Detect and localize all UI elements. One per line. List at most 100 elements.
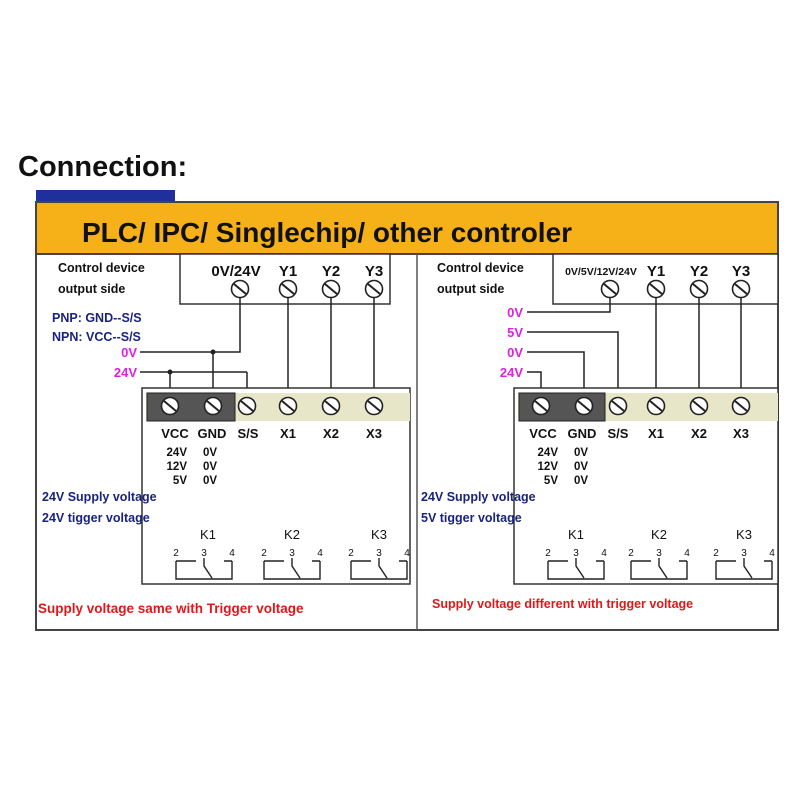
right-panel: Control device output side 0V/5V/12V/24V… <box>421 253 779 611</box>
right-relay-pin: 4 <box>769 548 775 559</box>
left-ctrl-screw-0v24v <box>230 279 250 299</box>
right-vtable-gnd: 0V <box>574 461 588 473</box>
right-ctrl-label-y3: Y3 <box>732 263 750 280</box>
left-pnp-label: PNP: GND--S/S <box>52 311 142 325</box>
left-terminal-label-vcc: VCC <box>161 426 189 441</box>
right-rail-5v: 5V <box>507 325 523 340</box>
right-terminal-x1 <box>646 396 666 416</box>
left-junction-dot <box>167 369 173 375</box>
right-trigger-voltage: 5V tigger voltage <box>421 511 522 525</box>
right-vtable-supply: 5V <box>544 475 558 487</box>
banner-title: PLC/ IPC/ Singlechip/ other controler <box>82 217 572 248</box>
right-terminal-gnd <box>574 396 594 416</box>
right-ctrl-screw-y2 <box>689 279 709 299</box>
accent-bar <box>36 190 175 203</box>
right-relay-label-k2: K2 <box>651 527 667 542</box>
right-control-label-2: output side <box>437 282 504 296</box>
right-terminal-vcc <box>531 396 551 416</box>
left-trigger-voltage: 24V tigger voltage <box>42 511 150 525</box>
right-rail-0v-b: 0V <box>507 345 523 360</box>
left-terminal-label-gnd: GND <box>198 426 227 441</box>
left-vtable-gnd: 0V <box>203 447 217 459</box>
left-terminal-ss <box>237 396 257 416</box>
left-control-label-2: output side <box>58 282 125 296</box>
left-caption: Supply voltage same with Trigger voltage <box>38 601 304 616</box>
left-control-label-1: Control device <box>58 261 145 275</box>
left-ctrl-screw-y2 <box>321 279 341 299</box>
left-relay-pin: 4 <box>229 548 235 559</box>
left-terminal-gnd <box>203 396 223 416</box>
right-ctrl-screw-y1 <box>646 279 666 299</box>
left-ctrl-screw-y3 <box>364 279 384 299</box>
left-relay-pin: 2 <box>348 548 354 559</box>
right-terminal-x3 <box>731 396 751 416</box>
right-ctrl-label-0v5v12v24v: 0V/5V/12V/24V <box>565 266 637 278</box>
left-relay-pin: 3 <box>289 548 295 559</box>
right-relay-label-k1: K1 <box>568 527 584 542</box>
right-terminal-label-x2: X2 <box>691 426 707 441</box>
right-vtable-supply: 12V <box>538 461 559 473</box>
left-rail-0v: 0V <box>121 345 137 360</box>
right-relay-pin: 3 <box>573 548 579 559</box>
left-relay-label-k1: K1 <box>200 527 216 542</box>
right-ctrl-screw-0v5v12v24v <box>600 279 620 299</box>
right-terminal-label-vcc: VCC <box>529 426 557 441</box>
right-relay-pin: 4 <box>601 548 607 559</box>
left-relay-label-k3: K3 <box>371 527 387 542</box>
right-vtable-gnd: 0V <box>574 447 588 459</box>
left-vtable-gnd: 0V <box>203 461 217 473</box>
right-relay-pin: 3 <box>741 548 747 559</box>
right-terminal-label-x3: X3 <box>733 426 749 441</box>
right-terminal-label-x1: X1 <box>648 426 664 441</box>
left-relay-pin: 2 <box>261 548 267 559</box>
right-supply-voltage: 24V Supply voltage <box>421 490 536 504</box>
left-ctrl-label-y2: Y2 <box>322 263 340 280</box>
left-ctrl-screw-y1 <box>278 279 298 299</box>
left-panel: Control device output side 0V/24V Y1 Y2 … <box>38 253 411 616</box>
right-relay-contacts <box>547 558 773 580</box>
left-junction-dot <box>210 349 216 355</box>
right-wiring <box>527 290 742 398</box>
title-banner <box>35 201 779 255</box>
left-ctrl-label-y3: Y3 <box>365 263 383 280</box>
left-terminal-label-x3: X3 <box>366 426 382 441</box>
right-relay-pin: 2 <box>545 548 551 559</box>
right-terminal-label-ss: S/S <box>608 426 629 441</box>
right-ctrl-label-y1: Y1 <box>647 263 665 280</box>
left-vtable-supply: 12V <box>167 461 188 473</box>
right-control-label-1: Control device <box>437 261 524 275</box>
left-wiring <box>140 290 375 398</box>
left-vtable-supply: 24V <box>167 447 188 459</box>
right-terminal-label-gnd: GND <box>568 426 597 441</box>
left-relay-pin: 3 <box>376 548 382 559</box>
left-terminal-x2 <box>321 396 341 416</box>
right-terminal-ss <box>608 396 628 416</box>
right-rail-24v: 24V <box>500 365 523 380</box>
left-relay-contacts <box>175 558 408 580</box>
left-terminal-x1 <box>278 396 298 416</box>
right-relay-pin: 2 <box>628 548 634 559</box>
left-relay-pin: 4 <box>404 548 410 559</box>
left-terminal-vcc <box>160 396 180 416</box>
right-relay-pin: 3 <box>656 548 662 559</box>
left-terminal-label-x1: X1 <box>280 426 296 441</box>
left-npn-label: NPN: VCC--S/S <box>52 330 141 344</box>
right-relay-pin: 2 <box>713 548 719 559</box>
right-caption: Supply voltage different with trigger vo… <box>432 597 693 611</box>
left-relay-pin: 3 <box>201 548 207 559</box>
right-relay-label-k3: K3 <box>736 527 752 542</box>
right-rail-0v: 0V <box>507 305 523 320</box>
right-ctrl-label-y2: Y2 <box>690 263 708 280</box>
left-relay-pin: 2 <box>173 548 179 559</box>
right-relay-pin: 4 <box>684 548 690 559</box>
left-ctrl-label-y1: Y1 <box>279 263 297 280</box>
left-supply-voltage: 24V Supply voltage <box>42 490 157 504</box>
right-vtable-gnd: 0V <box>574 475 588 487</box>
left-rail-24v: 24V <box>114 365 137 380</box>
right-vtable-supply: 24V <box>538 447 559 459</box>
left-relay-pin: 4 <box>317 548 323 559</box>
left-vtable-gnd: 0V <box>203 475 217 487</box>
left-vtable-supply: 5V <box>173 475 187 487</box>
left-terminal-label-x2: X2 <box>323 426 339 441</box>
